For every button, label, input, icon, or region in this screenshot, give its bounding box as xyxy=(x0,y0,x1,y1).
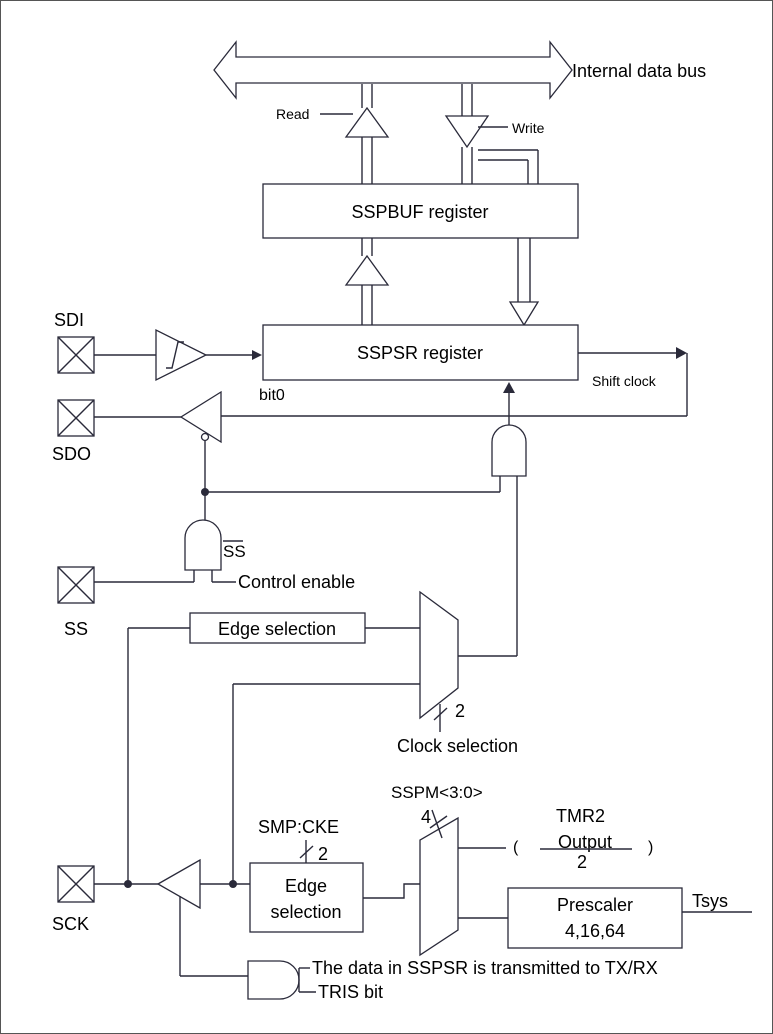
lower-edge-selection-line2: selection xyxy=(270,902,341,922)
ss-and-gate xyxy=(184,519,222,571)
tmr2-output-label: Output xyxy=(558,832,612,852)
smp-cke-width: 2 xyxy=(318,844,328,864)
sspm-width: 4 xyxy=(421,807,431,827)
sdi-label: SDI xyxy=(54,310,84,330)
sdo-pin xyxy=(57,399,95,437)
sspm-label: SSPM<3:0> xyxy=(391,783,483,802)
sspsr-register-label: SSPSR register xyxy=(357,343,483,363)
tx-rx-and-gate xyxy=(247,960,300,1000)
prescaler-box xyxy=(507,887,683,949)
shift-clock-arrow xyxy=(676,347,687,359)
sdo-tristate-buffer xyxy=(179,390,222,444)
sck-label: SCK xyxy=(52,914,89,934)
sck-pin xyxy=(57,865,95,903)
tsys-label: Tsys xyxy=(692,891,728,911)
sspsr-to-sspbuf-buffer xyxy=(344,254,390,286)
ss-pin xyxy=(57,566,95,604)
tris-bit-label: TRIS bit xyxy=(318,982,383,1002)
sdi-pin xyxy=(57,336,95,374)
tmr2-paren-open: ( xyxy=(513,839,519,856)
tmr2-label: TMR2 xyxy=(556,806,605,826)
clock-selection-width: 2 xyxy=(455,701,465,721)
write-label: Write xyxy=(512,120,545,136)
sspbuf-register xyxy=(262,183,579,239)
shift-clock-and-gate xyxy=(491,424,527,477)
control-enable-label: Control enable xyxy=(238,572,355,592)
prescaler-values: 4,16,64 xyxy=(565,921,625,941)
tmr2-divisor: 2 xyxy=(577,852,587,872)
sspsr-register xyxy=(262,324,579,381)
tx-rx-note: The data in SSPSR is transmitted to TX/R… xyxy=(312,958,658,978)
internal-data-bus-label: Internal data bus xyxy=(572,61,706,81)
write-buffer xyxy=(444,115,490,149)
clock-selection-mux xyxy=(419,590,459,720)
shift-clock-label: Shift clock xyxy=(592,373,657,389)
sspbuf-to-sspsr-arrow xyxy=(508,301,540,327)
internal-data-bus-arrow xyxy=(213,40,573,100)
lower-edge-selection-line1: Edge xyxy=(285,876,327,896)
lower-edge-selection-box xyxy=(249,862,364,933)
prescaler-label: Prescaler xyxy=(557,895,633,915)
sdi-schmitt-buffer xyxy=(155,328,208,382)
read-buffer xyxy=(344,106,390,138)
tmr2-paren-close: ) xyxy=(648,839,653,856)
sck-junction xyxy=(124,880,132,888)
sspm-mux xyxy=(419,816,459,957)
edge-selection-label: Edge selection xyxy=(218,619,336,639)
sck-buffer xyxy=(156,858,201,910)
ss-bar-label: SS xyxy=(223,542,246,561)
enable-junction xyxy=(201,488,209,496)
sck-buffer-junction xyxy=(229,880,237,888)
sspbuf-register-label: SSPBUF register xyxy=(351,202,488,222)
smp-cke-label: SMP:CKE xyxy=(258,817,339,837)
read-label: Read xyxy=(276,106,309,122)
sdo-label: SDO xyxy=(52,444,91,464)
edge-selection-box xyxy=(189,612,366,644)
clock-selection-label: Clock selection xyxy=(397,736,518,756)
bit0-label: bit0 xyxy=(259,387,285,404)
ss-label: SS xyxy=(64,619,88,639)
